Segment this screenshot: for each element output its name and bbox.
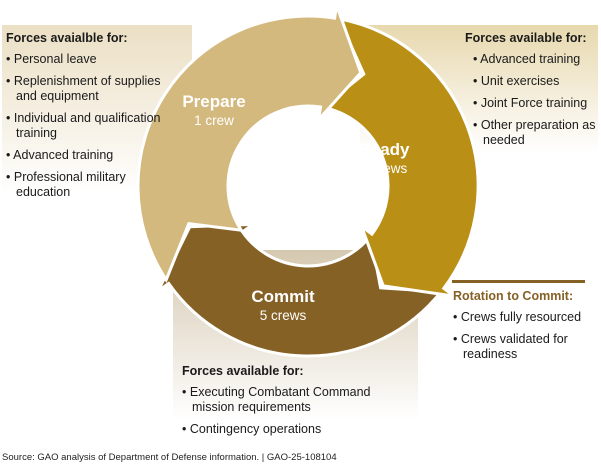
commit-label: Commit 5 crews [223, 287, 343, 325]
prepare-box-title: Forces avaialble for: [6, 31, 128, 45]
commit-box-title: Forces available for: [182, 364, 304, 378]
commit-name: Commit [251, 287, 315, 306]
list-item: Personal leave [6, 52, 166, 67]
ready-crews: 2 crews [360, 161, 408, 176]
ready-box: Forces available for: Advanced training … [465, 31, 600, 155]
list-item: Joint Force training [473, 96, 600, 111]
list-item: Advanced training [473, 52, 600, 67]
commit-segment [156, 222, 444, 358]
rotation-box-title: Rotation to Commit: [453, 289, 574, 303]
list-item: Contingency operations [182, 422, 412, 437]
commit-crews: 5 crews [259, 308, 307, 323]
list-item: Replenishment of supplies and equipment [6, 74, 166, 104]
prepare-crews: 1 crew [194, 113, 234, 128]
list-item: Other preparation as needed [473, 118, 600, 148]
list-item: Individual and qualification training [6, 111, 166, 141]
list-item: Crews validated for readiness [453, 332, 593, 362]
prepare-name: Prepare [182, 92, 246, 111]
ready-segment [319, 16, 480, 298]
prepare-box: Forces avaialble for: Personal leave Rep… [6, 31, 166, 207]
commit-box: Forces available for: Executing Combatan… [182, 364, 412, 444]
list-item: Advanced training [6, 148, 166, 163]
rotation-divider [452, 280, 585, 283]
ready-box-title: Forces available for: [465, 31, 587, 45]
ready-label: Ready 2 crews [324, 140, 444, 178]
list-item: Professional military education [6, 170, 166, 200]
ready-name: Ready [358, 140, 410, 159]
list-item: Unit exercises [473, 74, 600, 89]
rotation-box: Rotation to Commit: Crews fully resource… [453, 289, 593, 369]
prepare-segment [136, 4, 363, 284]
prepare-label: Prepare 1 crew [154, 92, 274, 130]
source-note: Source: GAO analysis of Department of De… [2, 452, 337, 463]
list-item: Crews fully resourced [453, 310, 593, 325]
list-item: Executing Combatant Command mission requ… [182, 385, 412, 415]
